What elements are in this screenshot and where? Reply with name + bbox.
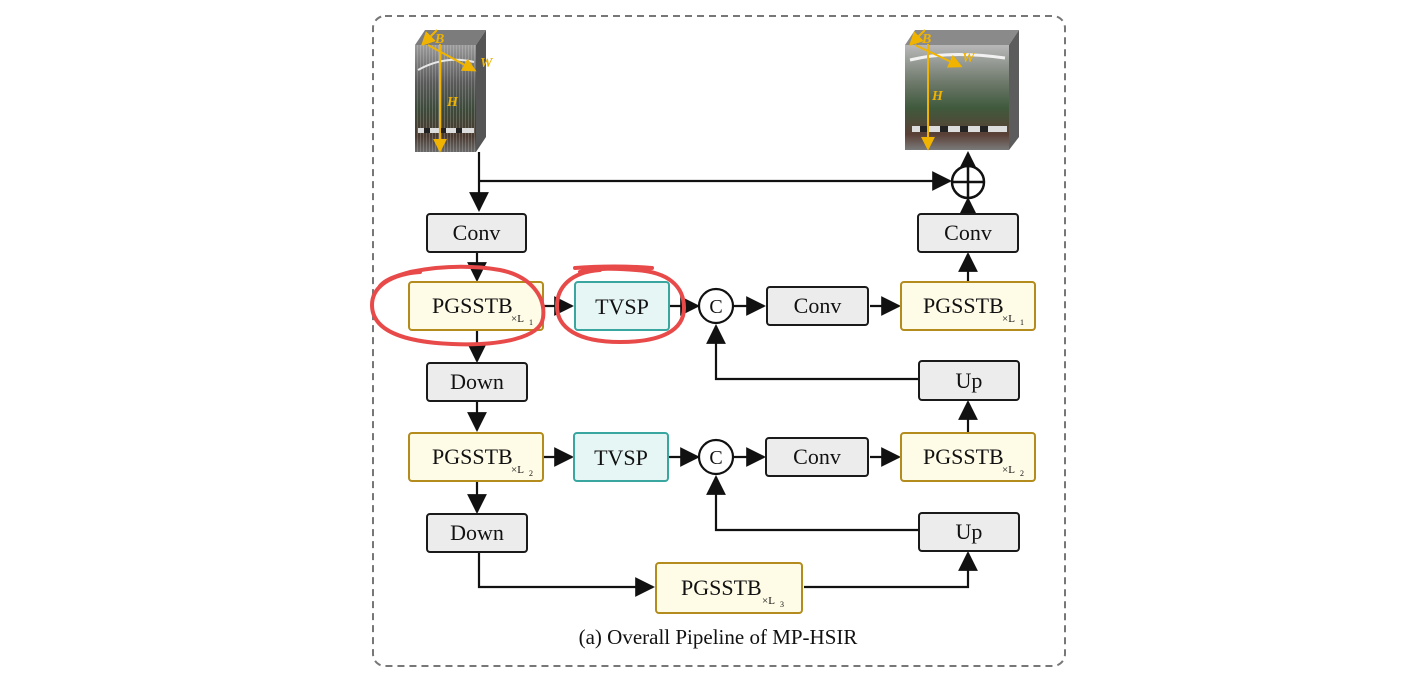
conv-mid-2-block: Conv: [765, 437, 869, 477]
highlight-annotations: [370, 264, 686, 347]
conv-out-label: Conv: [944, 220, 992, 245]
pgsstb-l2-left-label: PGSSTB: [432, 444, 513, 469]
pgsstb-level3-bottleneck: PGSSTB ×L 3: [655, 562, 803, 614]
pgsstb-l3-sub: ×L: [762, 595, 775, 607]
up-2-label: Up: [956, 519, 983, 544]
pgsstb-level1-left: PGSSTB ×L 1: [408, 281, 544, 331]
conv-mid-1-label: Conv: [794, 293, 842, 318]
up-1-label: Up: [956, 368, 983, 393]
tvsp-level2: TVSP: [573, 432, 669, 482]
figure-caption: (a) Overall Pipeline of MP-HSIR: [579, 625, 858, 649]
tvsp-level1-label: TVSP: [595, 294, 649, 319]
pgsstb-l1-left-sub: ×L: [511, 313, 524, 325]
pgsstb-l2-right-idx: 2: [1020, 469, 1024, 478]
pgsstb-l1-right-label: PGSSTB: [923, 293, 1004, 318]
out-height-label: H: [931, 89, 944, 104]
out-width-label: W: [962, 51, 976, 66]
pgsstb-l1-right-sub: ×L: [1002, 313, 1015, 325]
conv-mid-1-block: Conv: [766, 286, 869, 326]
width-label: W: [480, 56, 494, 71]
add-node: [950, 164, 986, 200]
band-label: B: [434, 32, 444, 47]
tvsp-level2-label: TVSP: [594, 445, 648, 470]
out-band-label: B: [921, 32, 931, 47]
pgsstb-level2-left: PGSSTB ×L 2: [408, 432, 544, 482]
out-width-axis: [914, 44, 963, 68]
pgsstb-l2-right-label: PGSSTB: [923, 444, 1004, 469]
height-label: H: [446, 95, 459, 110]
pgsstb-l1-right-idx: 1: [1020, 318, 1024, 327]
pgsstb-l2-right-sub: ×L: [1002, 464, 1015, 476]
concat-node-level1: C: [697, 287, 735, 325]
highlight-pgsstb: [370, 264, 546, 347]
pgsstb-l2-left-sub: ×L: [511, 464, 524, 476]
conv-out-block: Conv: [917, 213, 1019, 253]
pgsstb-l3-label: PGSSTB: [681, 575, 762, 600]
concat-1-label: C: [709, 296, 722, 318]
down-2-block: Down: [426, 513, 528, 553]
concat-node-level2: C: [697, 438, 735, 476]
connectors: [467, 151, 978, 597]
pgsstb-l1-left-idx: 1: [529, 318, 533, 327]
input-hsi-cube: B W H: [415, 29, 494, 153]
conv-in-label: Conv: [453, 220, 501, 245]
down-1-block: Down: [426, 362, 528, 402]
output-hsi-cube: B W H: [905, 29, 1019, 151]
concat-2-label: C: [709, 447, 722, 469]
down-2-label: Down: [450, 520, 504, 545]
conv-mid-2-label: Conv: [793, 444, 841, 469]
tvsp-level1: TVSP: [574, 281, 670, 331]
pgsstb-level2-right: PGSSTB ×L 2: [900, 432, 1036, 482]
highlight-tvsp: [555, 264, 686, 344]
band-axis: [421, 29, 438, 46]
pgsstb-l3-idx: 3: [780, 600, 784, 609]
conv-in-block: Conv: [426, 213, 527, 253]
pgsstb-l1-left-label: PGSSTB: [432, 293, 513, 318]
up-2-block: Up: [918, 512, 1020, 552]
out-band-axis: [909, 29, 926, 46]
dashed-frame: [372, 15, 1066, 667]
up-1-block: Up: [918, 360, 1020, 401]
width-axis: [427, 44, 477, 72]
down-1-label: Down: [450, 369, 504, 394]
pgsstb-level1-right: PGSSTB ×L 1: [900, 281, 1036, 331]
pgsstb-l2-left-idx: 2: [529, 469, 533, 478]
